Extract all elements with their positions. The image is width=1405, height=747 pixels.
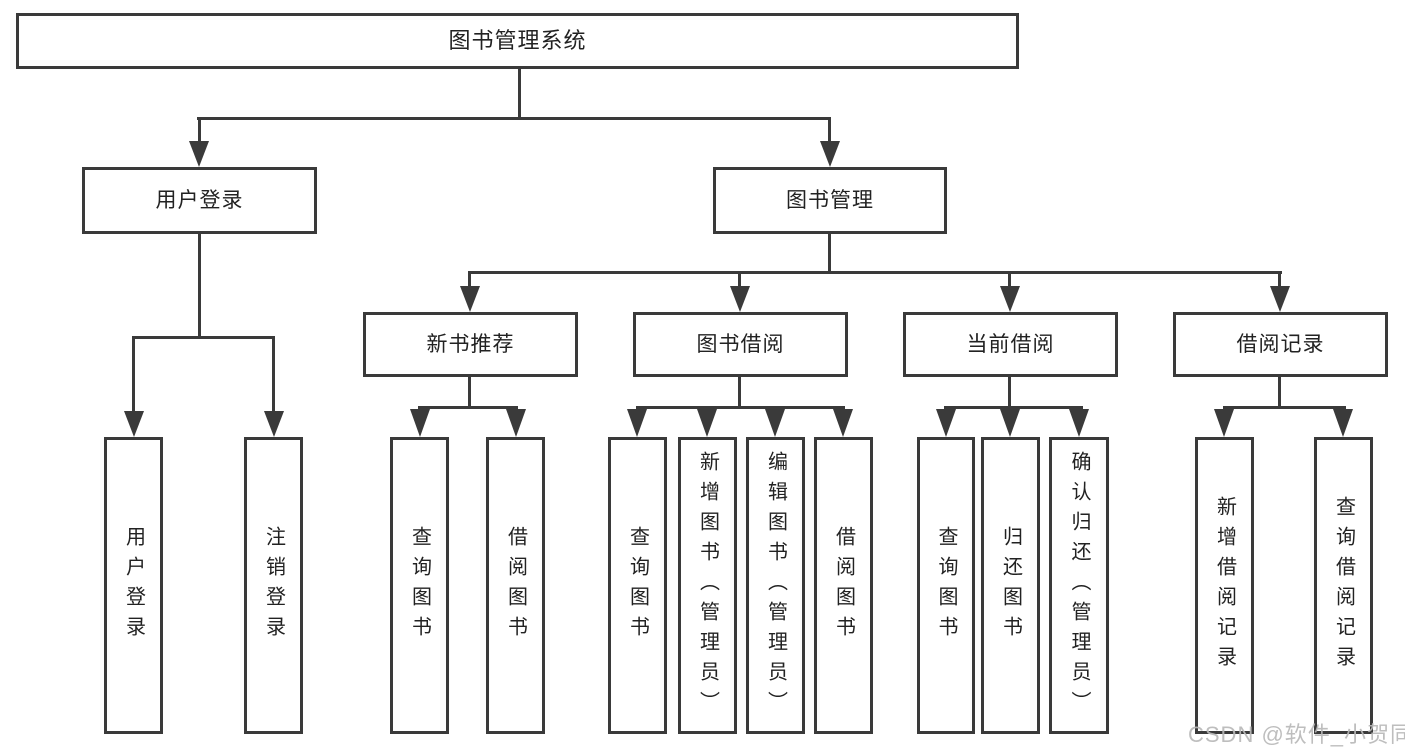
connector-line <box>636 406 845 409</box>
node-label: 注销登录 <box>262 525 285 646</box>
leaf-query-book-1: 查询图书 <box>390 437 449 734</box>
node-library-system: 图书管理系统 <box>16 13 1019 69</box>
leaf-confirm-return-admin: 确认归还（管理员） <box>1049 437 1109 734</box>
node-new-book-recommend: 新书推荐 <box>363 312 578 377</box>
leaf-borrow-book-2: 借阅图书 <box>814 437 873 734</box>
arrowhead-down-icon <box>1270 286 1290 312</box>
node-label: 查询借阅记录 <box>1332 495 1355 676</box>
node-current-borrow: 当前借阅 <box>903 312 1118 377</box>
connector-line <box>468 271 471 290</box>
connector-line <box>738 271 741 290</box>
node-label: 新书推荐 <box>426 333 515 356</box>
node-label: 用户登录 <box>155 189 244 212</box>
node-label: 图书管理 <box>786 189 874 212</box>
node-label: 借阅图书 <box>504 525 527 646</box>
connector-line <box>518 69 521 118</box>
connector-line <box>198 234 201 339</box>
node-label: 确认归还（管理员） <box>1068 450 1090 721</box>
connector-line <box>1223 406 1346 409</box>
connector-line <box>418 406 518 409</box>
csdn-watermark: CSDN @软件_小贺同学 <box>1188 722 1405 747</box>
connector-line <box>828 117 831 145</box>
leaf-return-book: 归还图书 <box>981 437 1040 734</box>
arrowhead-down-icon <box>1000 409 1020 437</box>
arrowhead-down-icon <box>410 409 430 437</box>
arrowhead-down-icon <box>189 141 209 167</box>
connector-line <box>944 406 1083 409</box>
leaf-borrow-book-1: 借阅图书 <box>486 437 545 734</box>
connector-line <box>828 234 831 274</box>
connector-line <box>198 117 201 145</box>
node-label: 新增借阅记录 <box>1213 495 1236 676</box>
node-label: 新增图书（管理员） <box>696 450 719 721</box>
connector-line <box>132 336 275 339</box>
node-book-borrow: 图书借阅 <box>633 312 848 377</box>
leaf-user-login: 用户登录 <box>104 437 163 734</box>
node-label: 归还图书 <box>999 525 1022 646</box>
connector-line <box>468 377 471 409</box>
node-label: 用户登录 <box>122 525 145 646</box>
connector-line <box>197 117 831 120</box>
leaf-query-book-3: 查询图书 <box>917 437 975 734</box>
node-label: 查询图书 <box>935 525 957 646</box>
node-label: 当前借阅 <box>966 333 1055 356</box>
connector-line <box>272 336 275 413</box>
connector-line <box>468 271 1282 274</box>
arrowhead-down-icon <box>1000 286 1020 312</box>
connector-line <box>1008 377 1011 409</box>
connector-line <box>1278 271 1281 290</box>
connector-line <box>738 377 741 409</box>
node-label: 借阅记录 <box>1236 333 1325 356</box>
node-user-login: 用户登录 <box>82 167 317 234</box>
arrowhead-down-icon <box>697 409 717 437</box>
arrowhead-down-icon <box>730 286 750 312</box>
leaf-add-book-admin: 新增图书（管理员） <box>678 437 737 734</box>
arrowhead-down-icon <box>1333 409 1353 437</box>
node-label: 查询图书 <box>626 525 649 646</box>
arrowhead-down-icon <box>936 409 956 437</box>
arrowhead-down-icon <box>1214 409 1234 437</box>
connector-line <box>132 336 135 413</box>
node-label: 编辑图书（管理员） <box>764 450 787 721</box>
arrowhead-down-icon <box>833 409 853 437</box>
arrowhead-down-icon <box>627 409 647 437</box>
leaf-query-book-2: 查询图书 <box>608 437 667 734</box>
arrowhead-down-icon <box>124 411 144 437</box>
arrowhead-down-icon <box>1069 409 1089 437</box>
node-book-management: 图书管理 <box>713 167 947 234</box>
arrowhead-down-icon <box>460 286 480 312</box>
connector-line <box>1008 271 1011 290</box>
node-label: 借阅图书 <box>832 525 855 646</box>
node-label: 图书管理系统 <box>448 28 587 53</box>
leaf-add-borrow-record: 新增借阅记录 <box>1195 437 1254 734</box>
arrowhead-down-icon <box>506 409 526 437</box>
arrowhead-down-icon <box>264 411 284 437</box>
connector-line <box>1278 377 1281 409</box>
leaf-logout: 注销登录 <box>244 437 303 734</box>
node-borrow-records: 借阅记录 <box>1173 312 1388 377</box>
node-label: 查询图书 <box>408 525 431 646</box>
node-label: 图书借阅 <box>696 333 785 356</box>
leaf-query-borrow-record: 查询借阅记录 <box>1314 437 1373 734</box>
arrowhead-down-icon <box>820 141 840 167</box>
leaf-edit-book-admin: 编辑图书（管理员） <box>746 437 805 734</box>
arrowhead-down-icon <box>765 409 785 437</box>
